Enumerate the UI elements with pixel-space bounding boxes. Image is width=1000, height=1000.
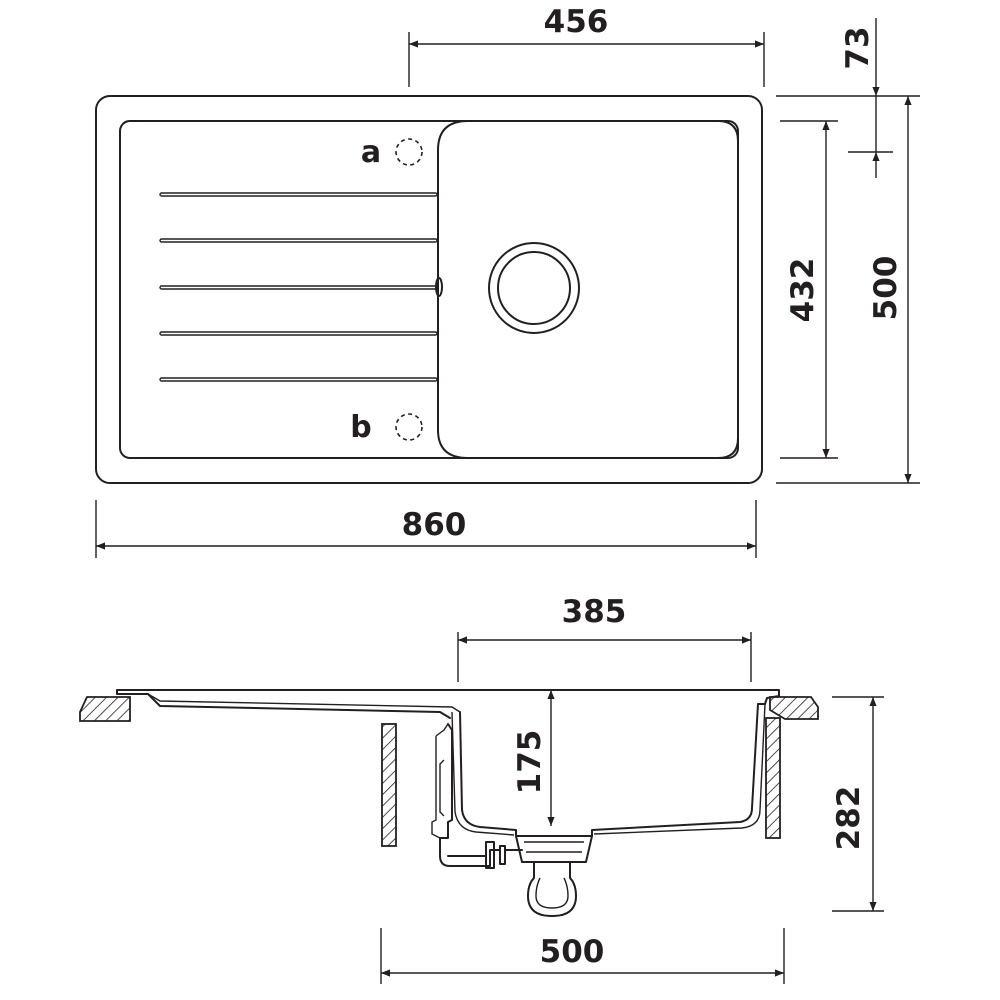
drain-strainer-inner <box>524 841 584 853</box>
drainer-groove <box>159 285 438 290</box>
dimension-bowl-height-text: 175 <box>512 730 548 795</box>
cabinet-wall-left <box>381 723 397 847</box>
drain-trap <box>527 861 577 917</box>
worktop-left-section <box>79 696 131 722</box>
dimension-rim-offset: 73 <box>776 18 920 178</box>
tap-hole-a-label: a <box>361 135 381 170</box>
overflow-pipe <box>439 723 506 867</box>
overflow-connector <box>485 841 495 869</box>
sink-drainer-surface <box>147 693 461 713</box>
drainer-groove <box>159 192 438 197</box>
dimension-overall-depth: 500 <box>776 96 920 484</box>
top-view: a b 456 73 432 50 <box>95 4 920 558</box>
drain-strainer <box>515 835 593 863</box>
tap-hole-a <box>395 138 423 166</box>
dimension-bowl-depth-text: 432 <box>785 258 821 323</box>
dimension-bowl-inner-width-text: 385 <box>562 594 627 630</box>
dimension-overall-width-text: 860 <box>402 507 467 543</box>
dimension-rim-offset-text: 73 <box>840 26 876 69</box>
drainer-groove <box>159 238 438 243</box>
drainer-groove <box>159 377 438 382</box>
side-view: 385 175 282 500 <box>79 594 884 984</box>
drain-outer-ring <box>488 242 580 334</box>
dimension-cabinet-width-text: 500 <box>540 934 605 970</box>
drainer-grooves <box>159 192 438 382</box>
drain-inner-ring <box>497 251 571 325</box>
dimension-overall-height: 282 <box>831 696 884 912</box>
dimension-bowl-depth: 432 <box>780 120 838 459</box>
overflow-slot <box>435 277 443 297</box>
sink-bowl-inner-wall-right <box>593 703 766 835</box>
cabinet-wall-right <box>765 717 781 839</box>
sink-drainer-underside <box>116 689 451 719</box>
drainer-groove <box>159 331 438 336</box>
tap-hole-b-label: b <box>350 410 371 445</box>
dimension-overall-depth-text: 500 <box>868 256 904 321</box>
worktop-right-section <box>769 696 819 720</box>
drain-trap-inner <box>535 877 569 909</box>
sink-bowl-outer-wall <box>459 703 759 837</box>
tap-hole-b <box>395 413 423 441</box>
sink-bowl-inner-wall <box>451 711 515 836</box>
dimension-bowl-height: 175 <box>512 690 555 826</box>
overflow-pipe-body <box>431 723 449 839</box>
dimension-overall-width: 860 <box>95 500 757 558</box>
dimension-overall-height-text: 282 <box>831 786 867 851</box>
sink-bowl <box>437 120 739 459</box>
dimension-bowl-inner-width: 385 <box>457 594 752 682</box>
dimension-bowl-width-text: 456 <box>544 4 609 40</box>
sink-outer-rim <box>95 95 763 484</box>
sink-profile-top-edge <box>116 689 780 705</box>
dimension-cabinet-width: 500 <box>380 928 785 984</box>
dimension-bowl-width: 456 <box>408 4 765 87</box>
